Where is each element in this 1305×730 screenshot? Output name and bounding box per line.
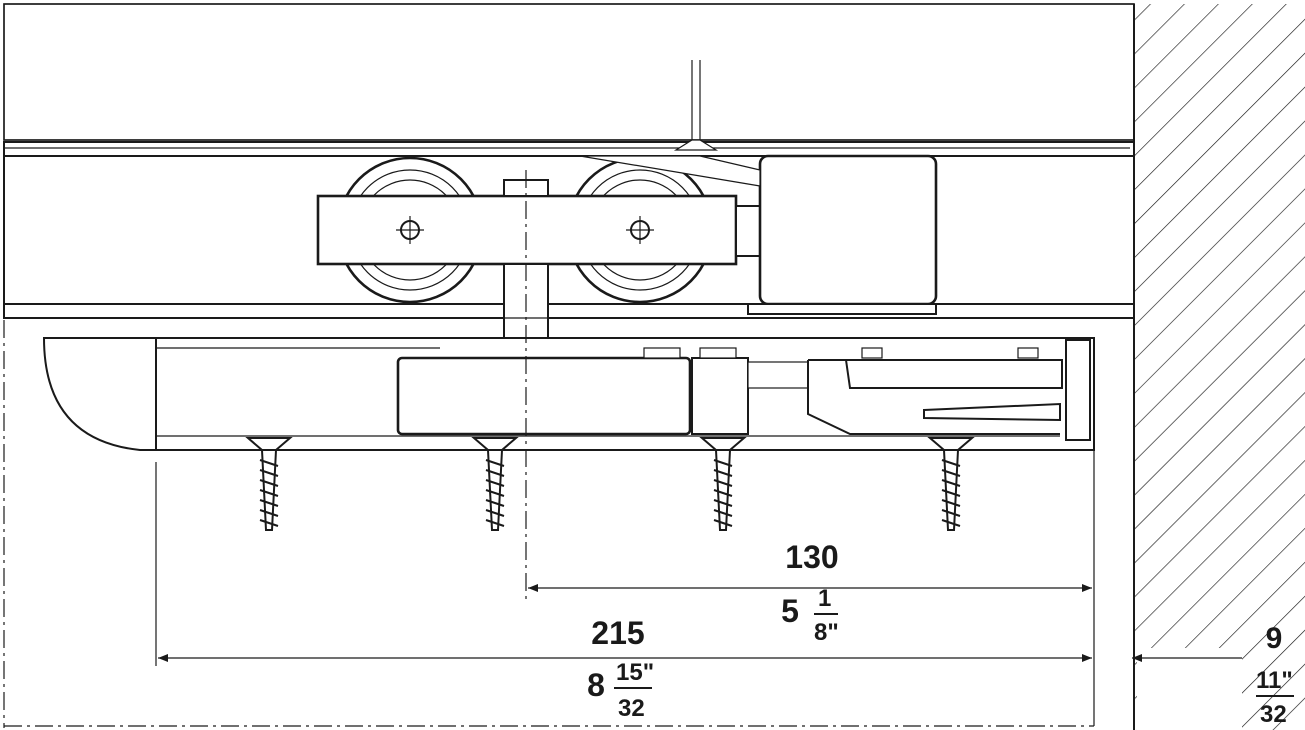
door-outline (3, 320, 1095, 728)
dimension-overall: 215 8 15" 32 (158, 615, 1092, 722)
trolley-plate (316, 194, 761, 266)
overall-metric: 215 (591, 615, 644, 651)
gap-numerator: 11" (1256, 667, 1293, 694)
dimension-gap: 9 11" 32 (1132, 622, 1294, 728)
ceiling-screw (673, 60, 719, 151)
mounting-screw-2 (471, 437, 519, 531)
dimension-spacing: 130 5 1 8" (528, 539, 1092, 646)
mounting-screw-1 (245, 437, 293, 531)
wall-section (1133, 4, 1305, 730)
mounting-screw-3 (699, 437, 747, 531)
mounting-screw-4 (927, 437, 975, 531)
overall-denominator: 32 (618, 695, 645, 722)
spacing-denominator: 8" (814, 619, 839, 646)
overall-numerator: 15" (616, 659, 654, 686)
door-profile (42, 337, 1095, 451)
spacing-metric: 130 (785, 539, 838, 575)
gap-metric: 9 (1266, 622, 1283, 655)
ceiling-section (3, 3, 1135, 141)
stopper-block (579, 154, 938, 315)
overall-whole: 8 (587, 667, 605, 703)
spacing-whole: 5 (781, 593, 799, 629)
gap-denominator: 32 (1260, 701, 1287, 728)
spacing-numerator: 1 (818, 585, 831, 612)
